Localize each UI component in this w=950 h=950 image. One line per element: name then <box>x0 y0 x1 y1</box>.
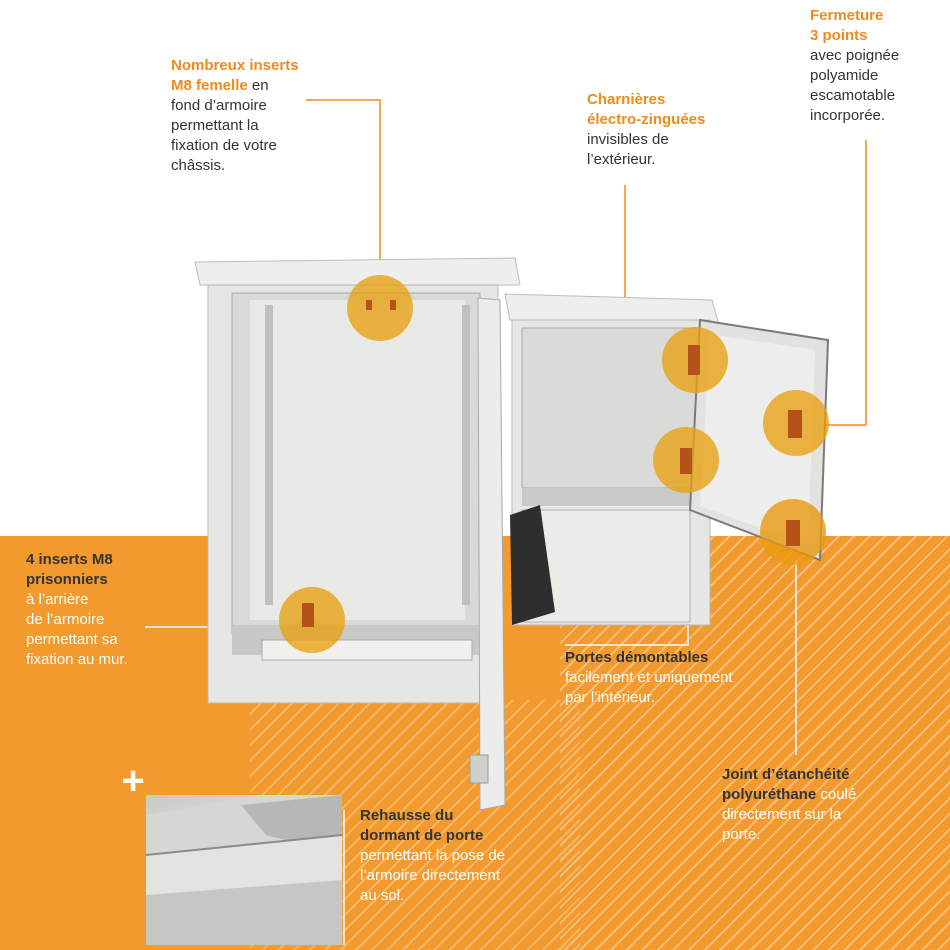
callout-text: fond d’armoire <box>171 97 267 114</box>
callout-text: au sol. <box>360 887 405 904</box>
leader-line-inserts-femelle <box>306 99 381 280</box>
inset-detail-photo <box>146 795 342 945</box>
callout-text: permettant sa <box>26 631 118 648</box>
callout-text: par l’intérieur. <box>565 689 656 706</box>
callout-portes: Portes démontables facilement et uniquem… <box>565 648 785 708</box>
callout-fermeture: Fermeture 3 points avec poignée polyamid… <box>810 6 945 126</box>
callout-text: châssis. <box>171 157 226 174</box>
callout-joint: Joint d’étanchéité polyuréthane coulé di… <box>722 765 892 845</box>
callout-text: escamotable <box>810 87 896 104</box>
callout-text: incorporée. <box>810 107 886 124</box>
callout-inserts-femelle: Nombreux inserts M8 femelle en fond d’ar… <box>171 56 321 176</box>
marker-inserts-femelle <box>347 275 413 341</box>
callout-text: coulé <box>816 786 857 803</box>
callout-title-line: Nombreux inserts <box>171 57 299 74</box>
callout-inserts-prisonniers: 4 inserts M8 prisonniers à l’arrière de … <box>26 550 176 670</box>
callout-text: fixation de votre <box>171 137 277 154</box>
callout-text: facilement et uniquement <box>565 669 733 686</box>
callout-title-line: 3 points <box>810 27 868 44</box>
callout-text: permettant la pose de <box>360 847 506 864</box>
callout-title-line: Portes démontables <box>565 649 709 666</box>
callout-title-line: électro-zinguées <box>587 111 706 128</box>
inset-door-frame-illustration <box>146 795 342 945</box>
callout-title-line: Rehausse du <box>360 807 454 824</box>
callout-title-line: 4 inserts M8 <box>26 551 113 568</box>
callout-title-line: polyuréthane <box>722 786 817 803</box>
callout-title-line: M8 femelle <box>171 77 248 94</box>
callout-title-line: prisonniers <box>26 571 108 588</box>
callout-text: à l’arrière <box>26 591 89 608</box>
callout-rehausse: Rehausse du dormant de porte permettant … <box>360 806 550 906</box>
callout-charnieres: Charnières électro-zinguées invisibles d… <box>587 90 737 170</box>
callout-text: directement sur la <box>722 806 842 823</box>
callout-title-line: Charnières <box>587 91 666 108</box>
callout-text: l’extérieur. <box>587 151 656 168</box>
callout-text: en <box>247 77 269 94</box>
callout-title-line: dormant de porte <box>360 827 484 844</box>
callout-text: porte. <box>722 826 761 843</box>
callout-text: polyamide <box>810 67 879 84</box>
plus-icon: + <box>121 759 145 803</box>
callout-text: fixation au mur. <box>26 651 128 668</box>
callout-title-line: Joint d’étanchéité <box>722 766 850 783</box>
callout-text: l’armoire directement <box>360 867 501 884</box>
main-cabinet <box>194 257 521 704</box>
callout-text: invisibles de <box>587 131 669 148</box>
callout-title-line: Fermeture <box>810 7 884 24</box>
callout-text: permettant la <box>171 117 259 134</box>
callout-text: avec poignée <box>810 47 900 64</box>
callout-text: de l’armoire <box>26 611 105 628</box>
